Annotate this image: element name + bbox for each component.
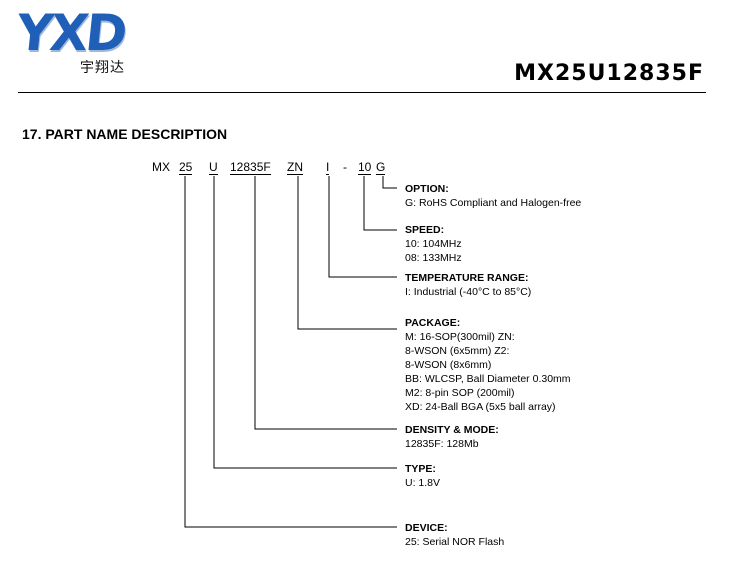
logo-chinese-name: 宇翔达 <box>80 60 125 76</box>
field-type: TYPE: U: 1.8V <box>405 462 440 490</box>
field-line: XD: 24-Ball BGA (5x5 ball array) <box>405 401 556 413</box>
field-option: OPTION: G: RoHS Compliant and Halogen-fr… <box>405 182 581 210</box>
pn-speed: 10 <box>358 160 372 175</box>
pn-density: 12835F <box>230 160 271 175</box>
field-line: 12835F: 128Mb <box>405 438 479 450</box>
section-title: 17. PART NAME DESCRIPTION <box>22 126 228 142</box>
pn-temperature: I <box>326 160 330 175</box>
company-logo: YXD 宇翔达 <box>14 4 146 76</box>
field-heading: PACKAGE: <box>405 317 461 329</box>
field-line: 8-WSON (6x5mm) Z2: <box>405 345 510 357</box>
field-density: DENSITY & MODE: 12835F: 128Mb <box>405 423 499 451</box>
field-line: BB: WLCSP, Ball Diameter 0.30mm <box>405 373 571 385</box>
field-heading: OPTION: <box>405 183 449 195</box>
pn-option: G <box>376 160 386 175</box>
field-heading: TEMPERATURE RANGE: <box>405 272 529 284</box>
field-line: 08: 133MHz <box>405 252 462 264</box>
field-line: 8-WSON (8x6mm) <box>405 359 492 371</box>
field-line: G: RoHS Compliant and Halogen-free <box>405 197 582 209</box>
connector-option <box>382 176 397 189</box>
field-heading: TYPE: <box>405 463 436 475</box>
field-line: I: Industrial (-40°C to 85°C) <box>405 286 532 298</box>
field-line: M: 16-SOP(300mil) ZN: <box>405 331 515 343</box>
field-heading: DEVICE: <box>405 522 448 534</box>
connector-package <box>297 176 397 330</box>
pn-dash: - <box>343 160 347 174</box>
connector-temperature <box>328 176 397 278</box>
header-divider <box>18 92 706 93</box>
field-line: 10: 104MHz <box>405 238 462 250</box>
connector-density <box>254 176 397 430</box>
field-line: 25: Serial NOR Flash <box>405 536 505 548</box>
pn-prefix: MX <box>152 160 170 174</box>
pn-type: U <box>209 160 218 175</box>
field-speed: SPEED: 10: 104MHz 08: 133MHz <box>405 223 462 265</box>
pn-package: ZN <box>287 160 303 175</box>
pn-device: 25 <box>179 160 193 175</box>
connector-device <box>184 176 397 528</box>
field-heading: SPEED: <box>405 224 445 236</box>
field-line: U: 1.8V <box>405 477 441 489</box>
field-heading: DENSITY & MODE: <box>405 424 499 436</box>
connector-speed <box>363 176 397 231</box>
connector-type <box>213 176 397 469</box>
document-title: MX25U12835F <box>514 61 704 86</box>
field-temperature: TEMPERATURE RANGE: I: Industrial (-40°C … <box>405 271 531 299</box>
field-package: PACKAGE: M: 16-SOP(300mil) ZN: 8-WSON (6… <box>405 316 571 414</box>
field-device: DEVICE: 25: Serial NOR Flash <box>405 521 504 549</box>
field-line: M2: 8-pin SOP (200mil) <box>405 387 515 399</box>
